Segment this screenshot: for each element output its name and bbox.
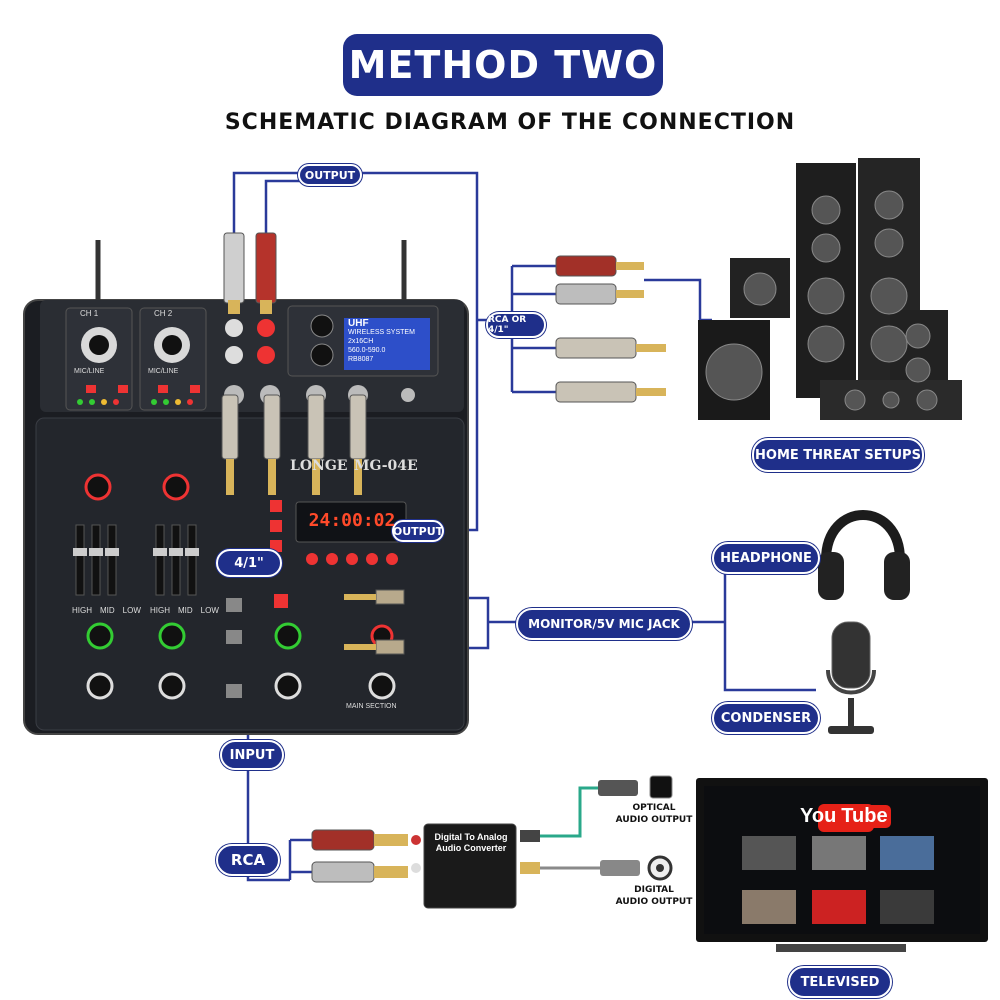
digital-label-line2: AUDIO OUTPUT — [615, 897, 693, 907]
rca-or-label: RCA OR 4/1" — [486, 312, 546, 338]
condenser-label: CONDENSER — [712, 702, 820, 734]
uhf-line4: RB8087 — [348, 356, 374, 363]
digital-label-line1: DIGITAL — [634, 885, 674, 895]
home-theater-speakers — [698, 158, 962, 420]
mixer-model: MG-04E — [354, 458, 418, 474]
converter-label: Digital To Analog Audio Converter — [426, 832, 516, 854]
ch2-high: HIGH — [150, 606, 170, 615]
ch1-low: LOW — [122, 606, 141, 615]
rca-branches — [290, 838, 312, 874]
youtube-logo-you: You — [800, 805, 837, 827]
digital-connectors — [598, 775, 673, 881]
monitor-jack-label: MONITOR/5V MIC JACK — [516, 608, 692, 640]
minijack-plugs — [344, 589, 405, 655]
converter-label-line1: Digital To Analog — [434, 832, 508, 842]
input-line — [246, 735, 290, 882]
optical-label-line1: OPTICAL — [632, 803, 676, 813]
ch1-eq-labels: HIGH MID LOW — [72, 606, 141, 615]
ch1-mid: MID — [100, 606, 115, 615]
input-label: INPUT — [220, 740, 284, 770]
youtube-logo: You Tube — [800, 805, 891, 828]
uhf-line3: 560.0-590.0 — [348, 347, 386, 354]
speakers-link — [644, 278, 712, 322]
input-rca-plugs — [311, 829, 408, 883]
optical-output-label: OPTICAL AUDIO OUTPUT — [612, 802, 696, 826]
converter-box — [411, 823, 540, 909]
rca-label: RCA — [216, 844, 280, 876]
title-badge: METHOD TWO — [343, 34, 663, 96]
mixer-brand: LONGE — [290, 458, 348, 474]
ch2-eq-labels: HIGH MID LOW — [150, 606, 219, 615]
home-theater-label: HOME THREAT SETUPS — [752, 438, 924, 472]
uhf-screen: UHF WIRELESS SYSTEM 2x16CH 560.0-590.0 R… — [348, 319, 428, 364]
tv-image — [696, 778, 988, 952]
ch2-low: LOW — [200, 606, 219, 615]
quarter-inch-label: 4/1" — [216, 549, 282, 577]
quarter-inch-plugs — [221, 394, 367, 495]
mixer-display: 24:00:02 — [308, 510, 396, 531]
output-line-left-inner — [264, 179, 300, 233]
rca-or-branches — [512, 264, 556, 394]
monitor-branches — [690, 553, 816, 692]
output-cable-ends — [555, 255, 666, 403]
youtube-logo-tube: Tube — [838, 805, 891, 828]
ch1-mic-line: MIC/LINE — [74, 368, 105, 375]
output-top-label: OUTPUT — [298, 164, 362, 186]
uhf-title: UHF — [348, 318, 369, 329]
ch2-mid: MID — [178, 606, 193, 615]
uhf-line1: WIRELESS SYSTEM — [348, 329, 415, 336]
headphone-label: HEADPHONE — [712, 542, 820, 574]
headphones-image — [818, 510, 910, 600]
condenser-mic-image — [826, 621, 876, 734]
main-section-label: MAIN SECTION — [346, 703, 397, 710]
diagram-subtitle: SCHEMATIC DIAGRAM OF THE CONNECTION — [224, 110, 796, 135]
optical-label-line2: AUDIO OUTPUT — [615, 815, 693, 825]
optical-cable — [540, 786, 600, 838]
ch1-label: CH 1 — [80, 309, 99, 318]
digital-output-label: DIGITAL AUDIO OUTPUT — [612, 884, 696, 908]
ch1-high: HIGH — [72, 606, 92, 615]
output-mid-label: OUTPUT — [392, 520, 444, 542]
ch2-label: CH 2 — [154, 309, 173, 318]
output-rca-plugs — [223, 232, 277, 314]
televised-label: TELEVISED — [788, 966, 892, 998]
converter-label-line2: Audio Converter — [435, 843, 507, 853]
ch2-mic-line: MIC/LINE — [148, 368, 179, 375]
output-line-left — [232, 171, 300, 233]
uhf-line2: 2x16CH — [348, 338, 374, 345]
